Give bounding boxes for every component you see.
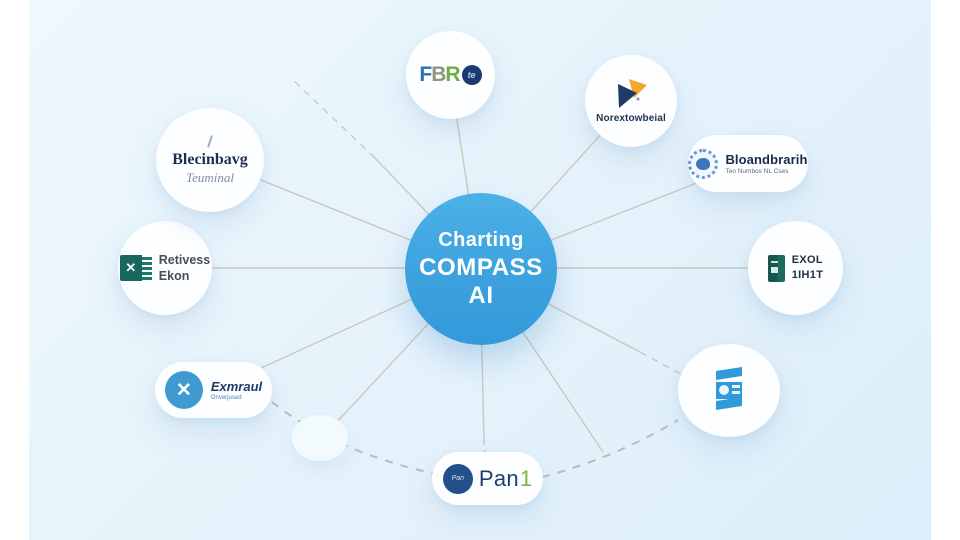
retivess-line1: Retivess xyxy=(158,252,211,267)
database-stack-icon xyxy=(716,366,742,410)
node-blecinbavg: Blecinbavg Teuminal xyxy=(156,108,264,212)
node-exol: EXOL 1IH1T xyxy=(748,221,843,315)
spoke-database-dashed xyxy=(639,351,691,380)
bloandbrain-subtitle: Teo Numbos NL Cses xyxy=(725,168,789,175)
hub-title-line2: COMPASS AI xyxy=(419,253,543,309)
cross-circle-icon: ✕ xyxy=(164,371,203,409)
quill-icon xyxy=(207,134,213,148)
exol-line2: 1IH1T xyxy=(791,269,824,281)
blecinbavg-title: Blecinbavg xyxy=(172,150,248,168)
node-database xyxy=(678,344,780,437)
spoke-pan-dashed xyxy=(483,439,487,463)
node-bloandbrain: Bloandbrarih Teo Numbos NL Cses xyxy=(688,135,808,192)
gear-cloud-icon xyxy=(688,148,719,179)
fbr-badge-icon: te xyxy=(461,65,482,85)
fbr-letter-r: R xyxy=(445,63,460,86)
spoke-northwest-dashed xyxy=(292,79,376,159)
retivess-line2: Ekon xyxy=(158,269,190,283)
node-pan: Pan Pan 1 xyxy=(432,452,543,505)
exmraul-title: Exmraul xyxy=(210,379,263,394)
node-exmraul: ✕ Exmraul Onverjused xyxy=(155,362,272,418)
norex-label: Norextowbeial xyxy=(596,113,666,124)
fbr-letter-b: B xyxy=(431,63,446,86)
pan-title: Pan xyxy=(478,465,519,491)
folded-arrow-icon xyxy=(618,79,647,108)
exmraul-subtitle: Onverjused xyxy=(210,395,242,401)
arc-pan-to-database xyxy=(541,419,679,478)
node-norex: Norextowbeial xyxy=(585,55,677,147)
hub-title-line1: Charting xyxy=(438,228,524,251)
blecinbavg-subtitle: Teuminal xyxy=(186,169,234,185)
ledger-book-icon xyxy=(767,254,785,282)
node-retivess: ✕ Retivess Ekon xyxy=(118,221,212,315)
workbook-icon: ✕ xyxy=(119,255,152,281)
book-spine-icon xyxy=(141,255,152,281)
fbr-logo: F B R te xyxy=(419,63,482,87)
node-fbr: F B R te xyxy=(406,31,495,119)
bloandbrain-title: Bloandbrarih xyxy=(725,152,808,167)
pan-badge-icon: Pan xyxy=(442,463,473,494)
pan-suffix: 1 xyxy=(519,465,533,491)
node-empty xyxy=(292,415,348,461)
center-hub: Charting COMPASS AI xyxy=(405,193,557,345)
exol-line1: EXOL xyxy=(791,254,823,267)
fbr-letter-f: F xyxy=(419,63,432,86)
